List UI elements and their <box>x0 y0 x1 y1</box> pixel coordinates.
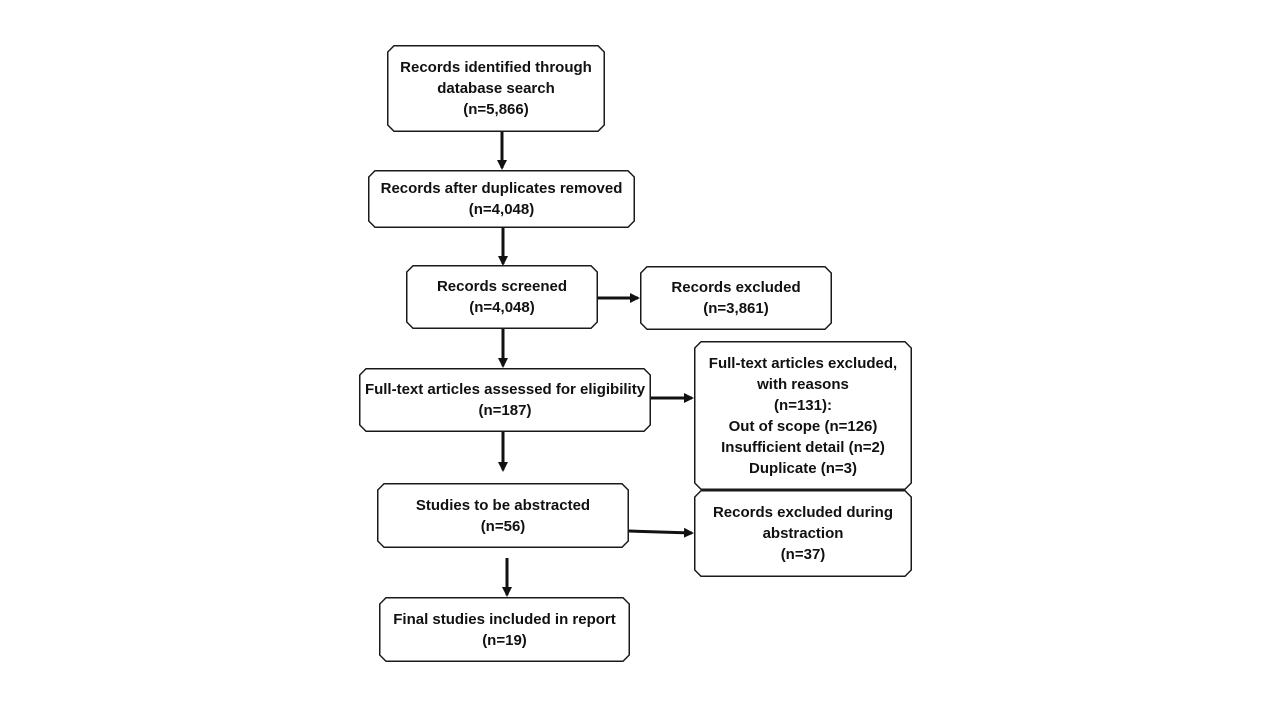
deduplicated-count: (n=4,048) <box>468 201 535 218</box>
screen-excluded-label: Records excluded <box>671 279 801 296</box>
deduplicated-label: Records after duplicates removed <box>380 180 623 197</box>
screen-excluded-count: (n=3,861) <box>703 300 769 317</box>
box-records-deduplicated: Records after duplicates removed (n=4,04… <box>368 170 635 228</box>
exclusion-reason: Insufficient detail (n=2) <box>721 438 885 456</box>
final-count: (n=19) <box>482 631 527 649</box>
screened-label: Records screened <box>436 278 568 295</box>
box-records-screened: Records screened (n=4,048) <box>406 265 598 329</box>
identified-label-line1: Records identified through <box>400 59 592 76</box>
identified-count: (n=5,866) <box>463 101 529 118</box>
exclusion-reason: Out of scope (n=126) <box>728 417 878 435</box>
box-fulltext-excluded: Full-text articles excluded, with reason… <box>694 341 912 490</box>
abstracted-label: Studies to be abstracted <box>415 496 591 514</box>
box-records-identified: Records identified through database sear… <box>387 45 605 132</box>
exclusion-reason: Duplicate (n=3) <box>749 459 857 477</box>
abstraction-excluded-label-line2: abstraction <box>762 525 844 542</box>
abstraction-excluded-count: (n=37) <box>780 546 826 563</box>
screened-count: (n=4,048) <box>469 299 535 316</box>
box-records-excluded: Records excluded (n=3,861) <box>640 266 832 330</box>
final-label: Final studies included in report <box>393 610 616 628</box>
box-studies-abstracted: Studies to be abstracted (n=56) <box>377 483 629 548</box>
arrow-abstracted-to-excluded <box>628 527 694 538</box>
box-fulltext-assessed: Full-text articles assessed for eligibil… <box>359 368 651 432</box>
box-final-studies: Final studies included in report (n=19) <box>379 597 630 662</box>
fulltext-label: Full-text articles assessed for eligibil… <box>364 381 646 398</box>
fulltext-excluded-count: (n=131): <box>774 396 832 414</box>
abstraction-excluded-label-line1: Records excluded during <box>712 504 894 521</box>
fulltext-excluded-label-line1: Full-text articles excluded, <box>708 354 898 372</box>
identified-label-line2: database search <box>437 80 555 97</box>
fulltext-count: (n=187) <box>478 402 532 419</box>
fulltext-excluded-label-line2: with reasons <box>757 375 849 393</box>
abstracted-count: (n=56) <box>480 517 526 535</box>
box-excluded-abstraction: Records excluded during abstraction (n=3… <box>694 490 912 577</box>
